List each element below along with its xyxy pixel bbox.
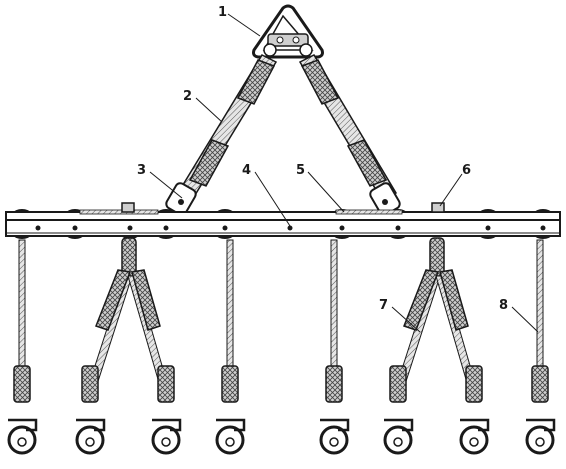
master-link [252,4,324,59]
left-sling-leg [165,54,278,216]
callout-2: 2 [183,89,192,104]
callout-6: 6 [462,163,471,178]
straight-leg-2 [215,239,246,455]
right-v-sling [383,237,490,455]
leader-lines [149,13,539,333]
left-v-sling [75,237,182,455]
callout-7: 7 [379,298,388,313]
right-sling-leg [298,54,401,216]
straight-leg-4 [525,239,556,455]
callout-4: 4 [242,163,251,178]
callout-5: 5 [296,163,305,178]
callouts: 1 2 3 4 5 6 7 8 [137,5,508,313]
callout-3: 3 [137,163,146,178]
callout-8: 8 [499,298,508,313]
spreader-beam [5,202,561,239]
callout-1: 1 [218,5,227,20]
straight-leg-3 [319,239,350,455]
straight-leg-1 [7,239,38,455]
